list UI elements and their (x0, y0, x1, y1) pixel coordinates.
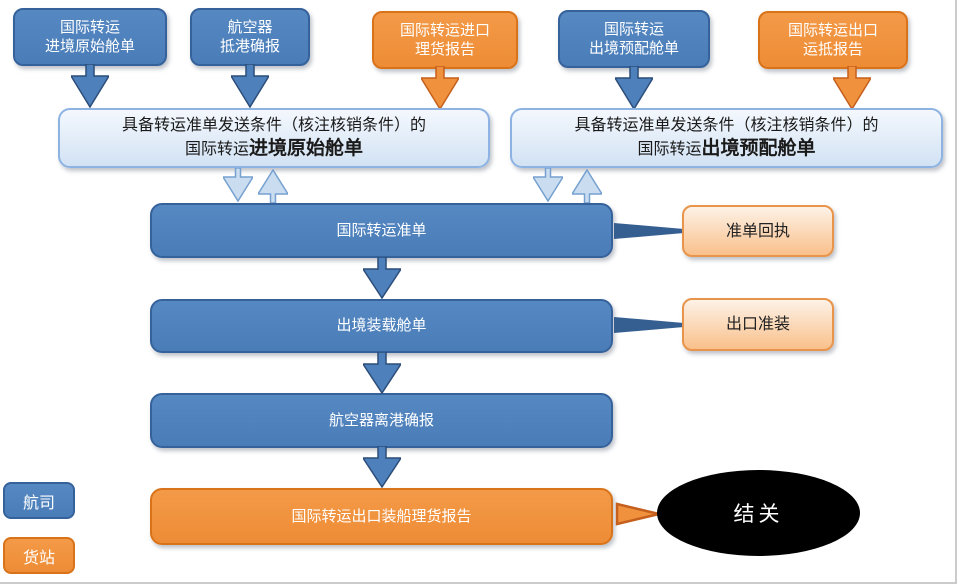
condition-line2: 国际转运出境预配舱单 (637, 136, 816, 159)
node-outbound-premanifest: 国际转运 出境预配舱单 (558, 10, 710, 68)
node-import-tally-report: 国际转运进口 理货报告 (372, 11, 518, 69)
node-export-arrival-report: 国际转运出口 运抵报告 (758, 11, 908, 69)
node-transfer-permit: 国际转运准单 (150, 203, 613, 258)
legend-terminal: 货站 (3, 537, 75, 574)
node-condition-outbound: 具备转运准单发送条件（核注核销条件）的 国际转运出境预配舱单 (510, 108, 943, 168)
node-label-line2: 抵港确报 (219, 37, 280, 55)
condition-line2: 国际转运进境原始舱单 (184, 136, 364, 159)
legend-label: 货站 (22, 547, 55, 567)
node-label-line2: 理货报告 (414, 40, 475, 58)
node-aircraft-arrival-confirm: 航空器 抵港确报 (190, 8, 310, 66)
node-label-line1: 航空器 (227, 17, 273, 36)
right-arrow-icon (615, 502, 660, 526)
down-arrow-icon (421, 66, 459, 110)
node-label-line1: 国际转运出口 (787, 20, 878, 39)
flow-down-arrow-icon (363, 446, 401, 488)
node-label: 出境装载舱单 (336, 316, 427, 335)
small-down-arrow-icon (223, 168, 253, 202)
condition-line1: 具备转运准单发送条件（核注核销条件）的 (121, 115, 426, 135)
node-label: 国际转运准单 (336, 220, 427, 239)
node-label-line1: 国际转运进口 (399, 20, 490, 39)
node-label: 出口准装 (725, 314, 790, 334)
node-label: 国际转运出口装船理货报告 (291, 506, 472, 525)
flow-down-arrow-icon (363, 352, 401, 394)
node-export-loading-tally-report: 国际转运出口装船理货报告 (150, 488, 613, 545)
page-border-bottom (0, 582, 957, 584)
down-arrow-icon (615, 66, 653, 110)
node-label-line2: 出境预配舱单 (588, 39, 679, 57)
node-label: 结关 (733, 502, 784, 526)
node-permit-receipt: 准单回执 (682, 205, 834, 257)
node-label-line1: 国际转运 (59, 17, 120, 36)
small-up-arrow-icon (258, 169, 288, 203)
flow-down-arrow-icon (363, 257, 401, 299)
connector-right-icon (614, 317, 684, 333)
node-label-line1: 国际转运 (603, 19, 664, 38)
page-border-right (955, 0, 957, 583)
node-customs-closure: 结关 (657, 470, 860, 556)
node-label-line2: 运抵报告 (802, 40, 863, 58)
node-condition-inbound: 具备转运准单发送条件（核注核销条件）的 国际转运进境原始舱单 (58, 108, 490, 168)
node-label: 航空器离港确报 (328, 410, 434, 429)
node-label-line2: 进境原始舱单 (44, 37, 135, 55)
down-arrow-icon (833, 66, 871, 110)
down-arrow-icon (71, 64, 109, 108)
small-up-arrow-icon (572, 169, 602, 203)
small-down-arrow-icon (533, 168, 563, 202)
node-outbound-loading-manifest: 出境装载舱单 (150, 299, 613, 353)
legend-label: 航司 (22, 492, 55, 512)
legend-airline: 航司 (3, 482, 75, 519)
node-label: 准单回执 (725, 220, 790, 240)
node-export-approval: 出口准装 (682, 298, 834, 351)
down-arrow-icon (231, 64, 269, 108)
node-aircraft-departure-confirm: 航空器离港确报 (150, 393, 613, 448)
connector-right-icon (614, 223, 684, 239)
condition-line1: 具备转运准单发送条件（核注核销条件）的 (574, 115, 879, 135)
node-inbound-original-manifest: 国际转运 进境原始舱单 (13, 8, 167, 66)
